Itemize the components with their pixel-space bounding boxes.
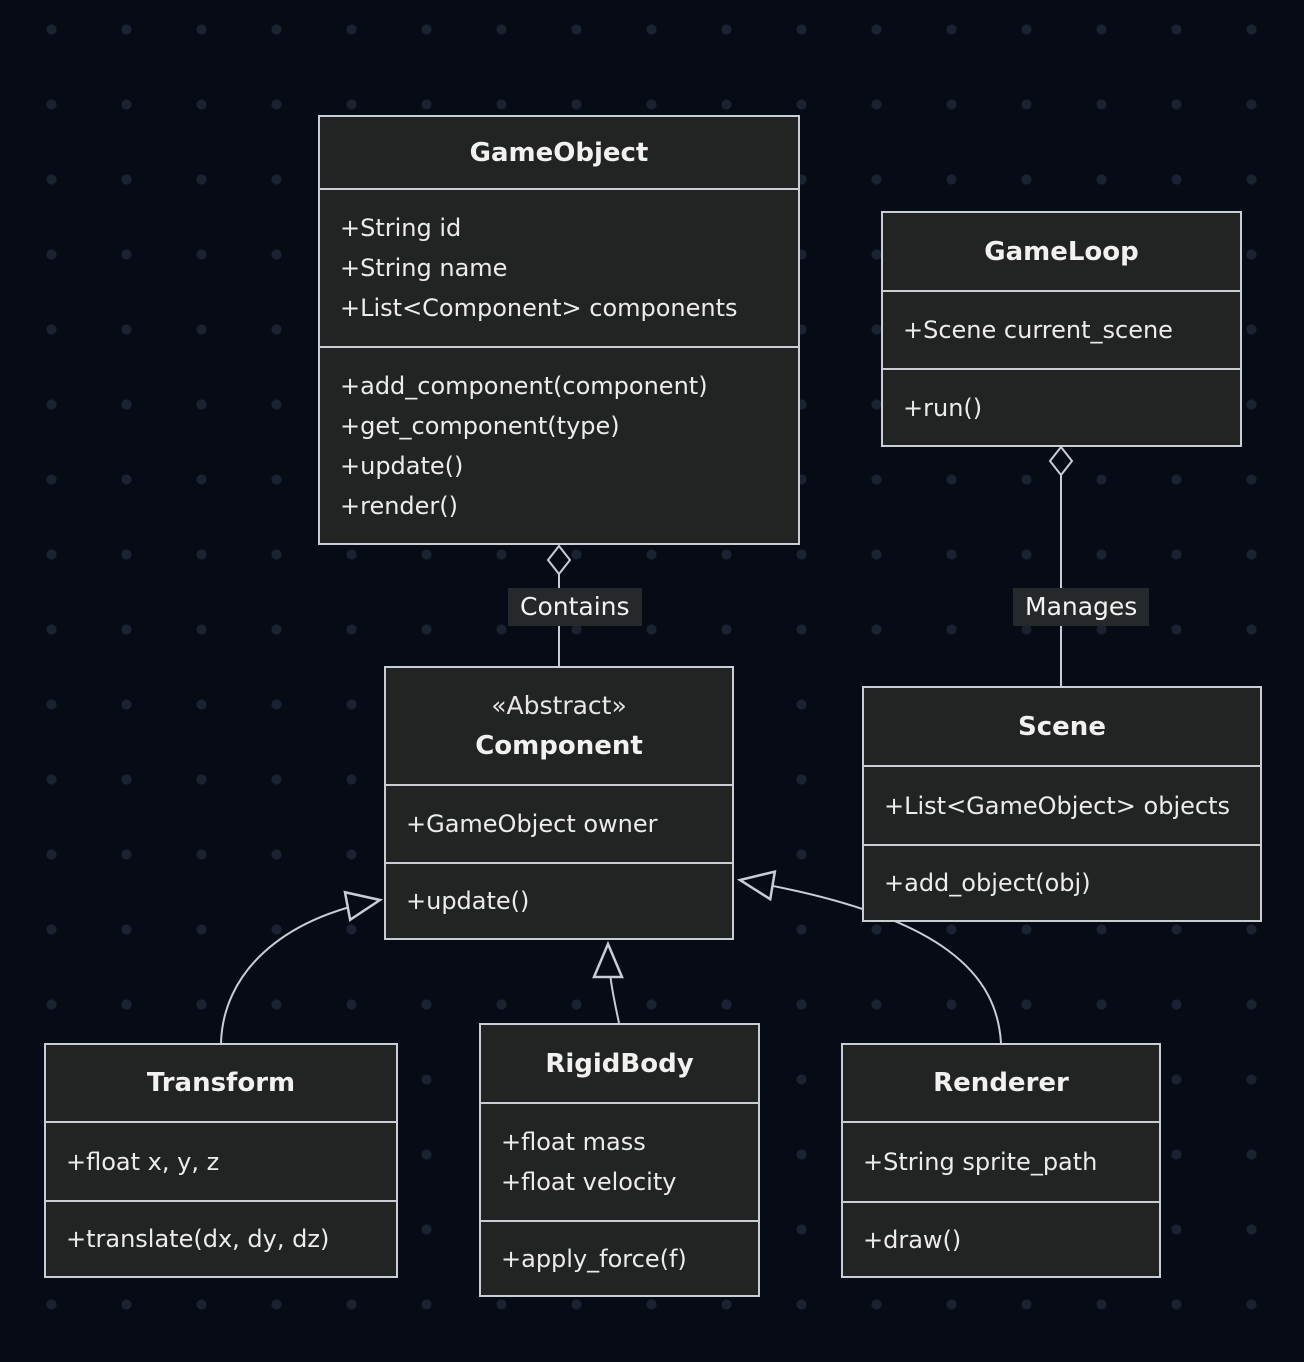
- attributes-section: +Scene current_scene: [883, 292, 1240, 370]
- class-attribute: +String name: [340, 254, 508, 282]
- class-attribute: +float velocity: [501, 1168, 677, 1196]
- class-header: RigidBody: [481, 1025, 758, 1104]
- class-method: +run(): [903, 393, 983, 422]
- class-header: GameLoop: [883, 213, 1240, 292]
- inheritance-line-rigidbody: [592, 940, 624, 1024]
- class-method: +update(): [340, 451, 464, 480]
- attributes-section: +GameObject owner: [386, 786, 732, 864]
- class-method: +get_component(type): [340, 411, 620, 440]
- class-attribute: +String sprite_path: [863, 1148, 1098, 1176]
- class-attribute: +float x, y, z: [66, 1147, 220, 1176]
- class-box-rigidbody[interactable]: RigidBody +float mass +float velocity +a…: [479, 1023, 760, 1297]
- class-header: Transform: [46, 1045, 396, 1123]
- class-attribute: +GameObject owner: [406, 810, 658, 838]
- class-title: Component: [475, 731, 643, 761]
- class-method: +add_component(component): [340, 371, 708, 400]
- methods-section: +draw(): [843, 1203, 1159, 1276]
- class-title: Transform: [146, 1068, 296, 1098]
- class-title: GameLoop: [984, 236, 1139, 267]
- class-attribute: +float mass: [501, 1128, 646, 1156]
- inheritance-line-transform: [220, 890, 384, 1044]
- class-attribute: +String id: [340, 214, 462, 242]
- relationship-label-contains: Contains: [508, 588, 642, 626]
- class-stereotype: «Abstract»: [491, 691, 627, 720]
- class-method: +draw(): [863, 1225, 962, 1254]
- class-method: +translate(dx, dy, dz): [66, 1225, 330, 1253]
- class-title: Scene: [1018, 711, 1106, 742]
- aggregation-diamond-gameloop: [1048, 445, 1074, 477]
- class-box-renderer[interactable]: Renderer +String sprite_path +draw(): [841, 1043, 1161, 1278]
- attributes-section: +String id +String name +List<Component>…: [320, 190, 798, 348]
- methods-section: +add_component(component) +get_component…: [320, 348, 798, 543]
- class-method: +render(): [340, 491, 459, 520]
- attributes-section: +float x, y, z: [46, 1123, 396, 1202]
- class-header: Scene: [864, 688, 1260, 767]
- class-attribute: +Scene current_scene: [903, 316, 1173, 344]
- class-box-transform[interactable]: Transform +float x, y, z +translate(dx, …: [44, 1043, 398, 1278]
- inheritance-line-renderer: [736, 869, 1002, 1044]
- methods-section: +apply_force(f): [481, 1222, 758, 1295]
- class-method: +update(): [406, 887, 530, 915]
- class-title: GameObject: [469, 137, 649, 168]
- class-title: Renderer: [933, 1068, 1069, 1098]
- class-box-component[interactable]: «Abstract» Component +GameObject owner +…: [384, 666, 734, 940]
- class-header: GameObject: [320, 117, 798, 190]
- class-method: +add_object(obj): [884, 869, 1091, 897]
- class-box-gameloop[interactable]: GameLoop +Scene current_scene +run(): [881, 211, 1242, 447]
- attributes-section: +String sprite_path: [843, 1123, 1159, 1203]
- class-title: RigidBody: [545, 1048, 694, 1079]
- methods-section: +run(): [883, 370, 1240, 445]
- methods-section: +add_object(obj): [864, 846, 1260, 920]
- class-header: Renderer: [843, 1045, 1159, 1123]
- relationship-label-manages: Manages: [1013, 588, 1150, 626]
- class-box-scene[interactable]: Scene +List<GameObject> objects +add_obj…: [862, 686, 1262, 922]
- aggregation-diamond-gameobject: [546, 544, 572, 576]
- attributes-section: +float mass +float velocity: [481, 1104, 758, 1222]
- class-attribute: +List<Component> components: [340, 294, 738, 322]
- methods-section: +update(): [386, 864, 732, 938]
- methods-section: +translate(dx, dy, dz): [46, 1202, 396, 1276]
- class-header: «Abstract» Component: [386, 668, 732, 786]
- class-method: +apply_force(f): [501, 1244, 687, 1273]
- attributes-section: +List<GameObject> objects: [864, 767, 1260, 846]
- class-box-gameobject[interactable]: GameObject +String id +String name +List…: [318, 115, 800, 545]
- class-attribute: +List<GameObject> objects: [884, 791, 1230, 820]
